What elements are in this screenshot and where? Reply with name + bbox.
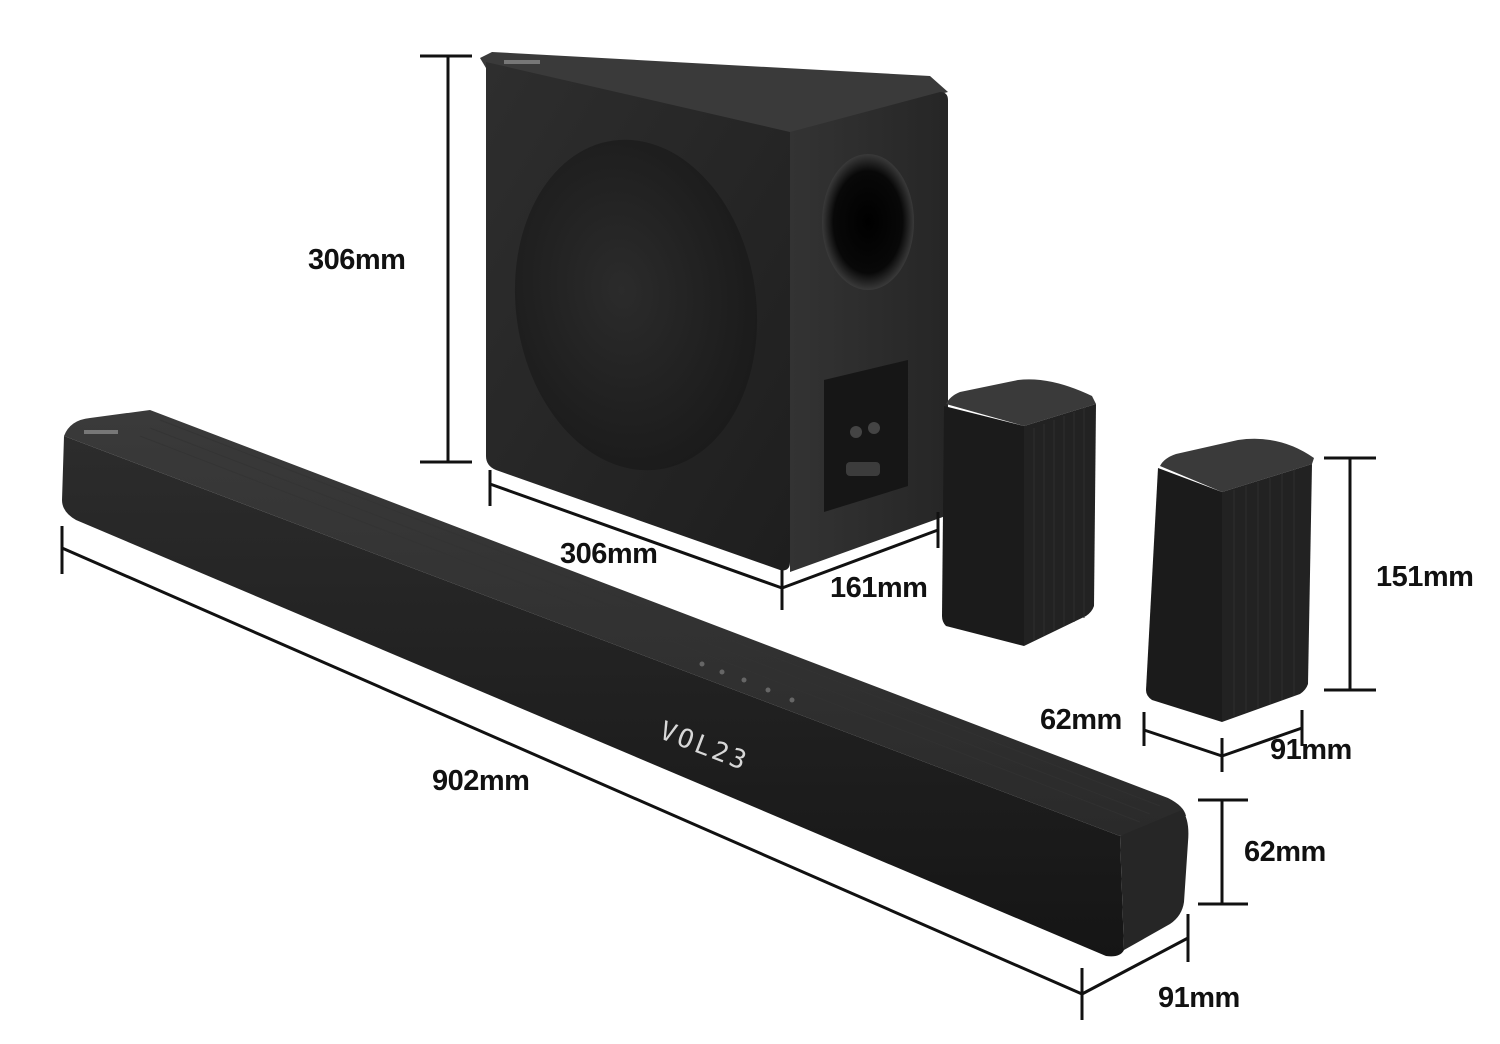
subwoofer-grille	[514, 139, 758, 471]
rear-speaker-height-label: 151mm	[1376, 561, 1474, 593]
rear-speaker-width-label: 62mm	[1040, 704, 1122, 736]
subwoofer-width-label: 306mm	[560, 538, 658, 570]
soundbar-height-label: 62mm	[1244, 836, 1326, 868]
soundbar	[62, 410, 1189, 957]
soundbar-width-label: 902mm	[432, 765, 530, 797]
subwoofer-depth-label: 161mm	[830, 572, 928, 604]
subwoofer-height-label: 306mm	[308, 244, 406, 276]
brand-logo	[504, 60, 540, 64]
subwoofer	[480, 52, 948, 572]
soundbar-depth-label: 91mm	[1158, 982, 1240, 1014]
dimension-lines	[60, 54, 1376, 1020]
rear-speaker-depth-label: 91mm	[1270, 734, 1352, 766]
rear-speaker-right	[1146, 438, 1314, 722]
bass-port	[822, 154, 914, 290]
rear-speaker-left	[942, 379, 1096, 646]
connector-panel	[824, 360, 908, 512]
